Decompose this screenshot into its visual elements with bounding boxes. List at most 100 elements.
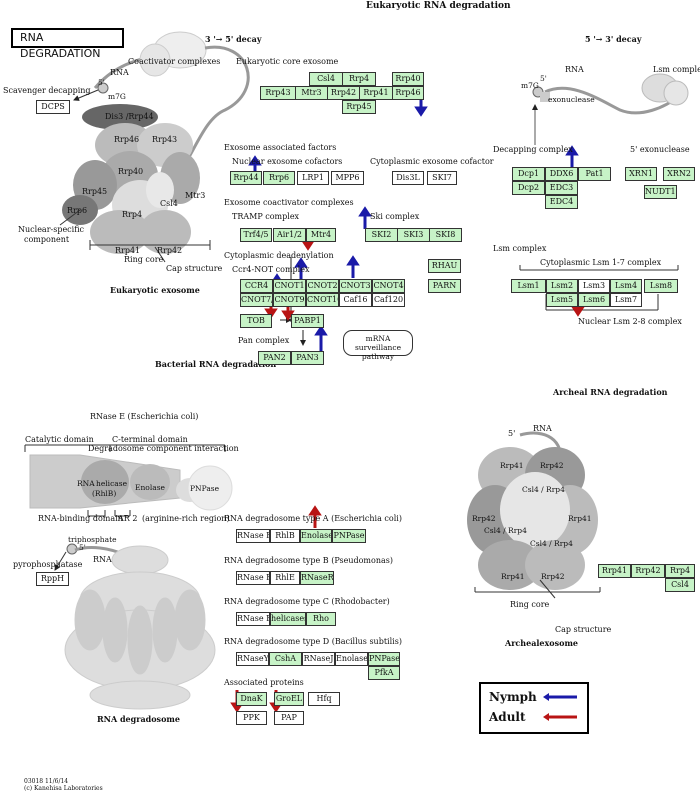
gene-dnak[interactable]: DnaK [236,692,267,706]
gene-cnot3[interactable]: CNOT3 [339,279,372,293]
decay53-rna-label: RNA [565,65,584,74]
typeA-enolase[interactable]: Enolase [300,529,332,543]
gene-rhau[interactable]: RHAU [428,259,461,273]
mrna-surveillance-link[interactable]: mRNA surveillance pathway [343,330,413,361]
archeal-gene-rrp41[interactable]: Rrp41 [598,564,631,578]
arg-label: (arginine-rich region) [142,514,230,523]
gene-cnot78[interactable]: CNOT7/8 [240,293,273,307]
archeal-exosome-illustration [467,431,601,599]
enolase-label: Enolase [135,483,165,492]
gene-groel[interactable]: GroEL [274,692,304,706]
archeal-csl4-1: Csl4 / Rrp4 [522,485,565,494]
gene-rrp4[interactable]: Rrp4 [342,72,376,86]
gene-pap[interactable]: PAP [274,711,304,725]
gene-air12[interactable]: Air1/2 [273,228,306,242]
degrad-five-label: 5' [79,543,86,552]
typeA-rnase-e[interactable]: RNase E [236,529,270,543]
typeC-helicases[interactable]: helicases [270,612,306,626]
gene-dcp1[interactable]: Dcp1 [512,167,545,181]
gene-pabp1[interactable]: PABP1 [291,314,324,328]
gene-dis3l[interactable]: Dis3L [392,171,424,185]
gene-lsm1[interactable]: Lsm1 [511,279,546,293]
archeal-rna-label: RNA [533,424,552,433]
gene-rrp41[interactable]: Rrp41 [359,86,393,100]
gene-ski3[interactable]: SKI3 [397,228,430,242]
gene-parn[interactable]: PARN [428,279,461,293]
gene-xrn2[interactable]: XRN2 [663,167,695,181]
gene-csl4[interactable]: Csl4 [309,72,343,86]
typeB-rnase-e[interactable]: RNase E [236,571,270,585]
rnase-rna-label: RNA [77,479,95,488]
dcps-gene-box[interactable]: DCPS [36,100,70,114]
gene-rrp45[interactable]: Rrp45 [342,100,376,114]
gene-trf45[interactable]: Trf4/5 [240,228,272,242]
gene-rrp6[interactable]: Rrp6 [263,171,295,185]
gene-ski2[interactable]: SKI2 [365,228,398,242]
gene-caf16[interactable]: Caf16 [339,293,372,307]
typeD-rnasey[interactable]: RNaseY [236,652,269,666]
gene-lsm4[interactable]: Lsm4 [610,279,642,293]
typeD-enolase[interactable]: Enolase [335,652,368,666]
typeB-rnaser[interactable]: RNaseR [300,571,334,585]
gene-edc4[interactable]: EDC4 [545,195,578,209]
nuc-cofactors-label: Nuclear exosome cofactors [232,157,343,166]
coactivator-label: Coactivator complexes [128,57,221,66]
gene-pat1[interactable]: Pat1 [578,167,611,181]
gene-edc3[interactable]: EDC3 [545,181,578,195]
gene-ddx6[interactable]: DDX6 [545,167,578,181]
rhlb-label: (RhlB) [92,489,117,498]
archeal-gene-rrp4[interactable]: Rrp4 [665,564,695,578]
gene-pan2[interactable]: PAN2 [258,351,291,365]
gene-ppk[interactable]: PPK [236,711,267,725]
gene-cnot9[interactable]: CNOT9 [273,293,306,307]
gene-mpp6[interactable]: MPP6 [331,171,364,185]
typeC-rnase-e[interactable]: RNase E [236,612,270,626]
typeD-csha[interactable]: CshA [269,652,302,666]
gene-lsm2[interactable]: Lsm2 [546,279,578,293]
archeal-csl4-2: Csl4 / Rrp4 [484,526,527,535]
gene-lsm8[interactable]: Lsm8 [644,279,678,293]
typeD-rnasej[interactable]: RNaseJ [302,652,335,666]
gene-nudt16[interactable]: NUDT16 [644,185,677,199]
gene-rpph[interactable]: RppH [36,572,69,586]
typeA-pnpase[interactable]: PNPase [332,529,366,543]
map-title[interactable]: RNA DEGRADATION [11,28,124,60]
archeal-gene-rrp42[interactable]: Rrp42 [631,564,665,578]
gene-lsm7[interactable]: Lsm7 [610,293,642,307]
gene-caf120[interactable]: Caf120 [372,293,405,307]
rrp43-label: Rrp43 [152,135,178,144]
gene-hfq[interactable]: Hfq [308,692,340,706]
ring-core-label: Ring core [124,255,164,264]
gene-cnot2[interactable]: CNOT2 [306,279,339,293]
gene-pan3[interactable]: PAN3 [291,351,324,365]
gene-dcp2[interactable]: Dcp2 [512,181,545,195]
gene-mtr4[interactable]: Mtr4 [306,228,336,242]
gene-tob[interactable]: TOB [240,314,272,328]
gene-cnot10[interactable]: CNOT10 [306,293,339,307]
typeA-rhlb[interactable]: RhlB [270,529,300,543]
archeal-gene-csl4[interactable]: Csl4 [665,578,695,592]
gene-lsm6[interactable]: Lsm6 [578,293,610,307]
typeD-pfka[interactable]: PfkA [368,666,400,680]
rnase-e-illustration [24,444,233,517]
gene-mtr3[interactable]: Mtr3 [295,86,328,100]
gene-lrp1[interactable]: LRP1 [297,171,329,185]
typeD-pnpase[interactable]: PNPase [368,652,400,666]
gene-ski7[interactable]: SKI7 [427,171,457,185]
typeB-rhle[interactable]: RhlE [270,571,300,585]
gene-ccr4[interactable]: CCR4 [240,279,273,293]
gene-cnot4[interactable]: CNOT4 [372,279,405,293]
gene-rrp42[interactable]: Rrp42 [327,86,360,100]
gene-rrp40[interactable]: Rrp40 [392,72,424,86]
gene-cnot1[interactable]: CNOT1 [273,279,306,293]
gene-rrp44[interactable]: Rrp44 [230,171,262,185]
gene-xrn1[interactable]: XRN1 [625,167,657,181]
gene-ski8[interactable]: SKI8 [429,228,462,242]
gene-lsm3[interactable]: Lsm3 [578,279,610,293]
gene-rrp46[interactable]: Rrp46 [392,86,424,100]
rbd-label: RNA-binding domain [38,514,123,523]
typeC-rho[interactable]: Rho [306,612,336,626]
gene-lsm5[interactable]: Lsm5 [546,293,578,307]
page-title: Eukaryotic RNA degradation [366,1,511,11]
gene-rrp43[interactable]: Rrp43 [260,86,296,100]
